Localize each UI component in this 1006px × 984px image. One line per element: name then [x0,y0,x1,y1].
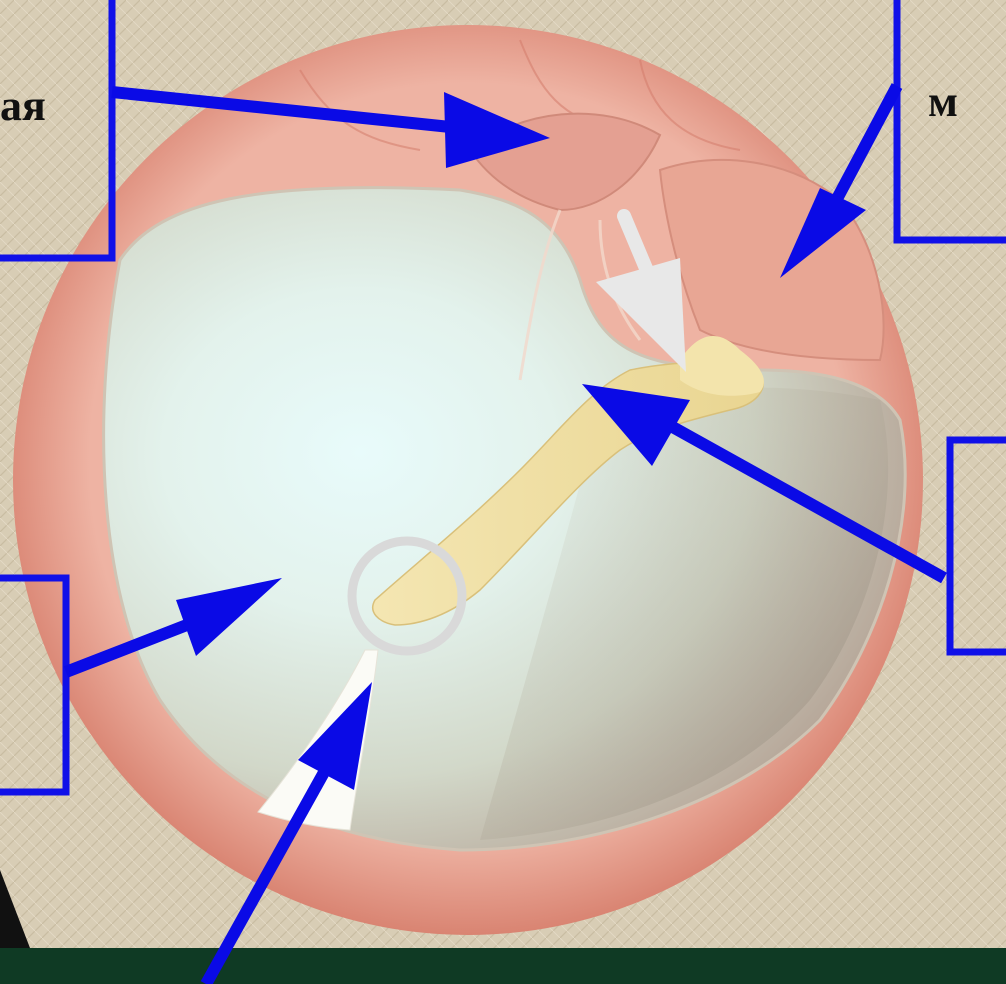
callout-label-top-right: м [928,80,958,124]
footer-band [0,948,1006,984]
callout-label-top-left: ая [0,84,46,128]
